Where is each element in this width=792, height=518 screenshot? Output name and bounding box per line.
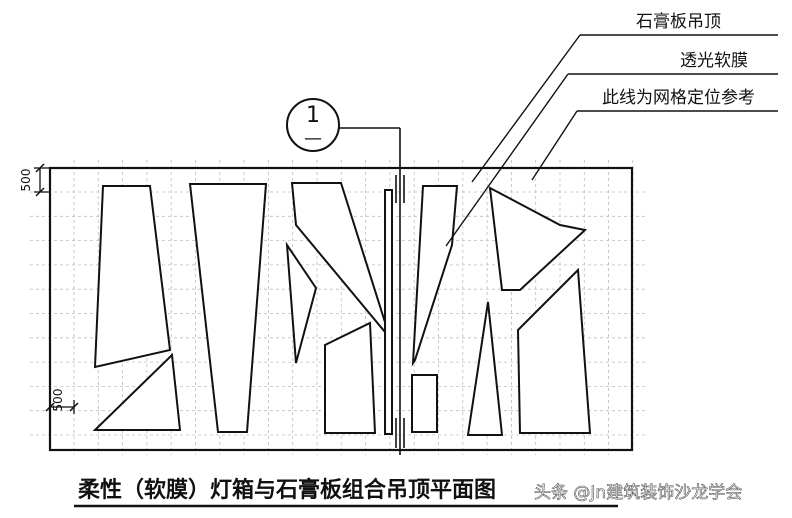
watermark: 头条 @Jn建筑装饰沙龙学会	[534, 483, 742, 503]
dimension-tick	[35, 187, 45, 197]
dimension-tick	[69, 402, 79, 412]
membrane-panel	[92, 352, 182, 431]
section-marker-sheet: —	[304, 128, 322, 149]
label-translucent-membrane: 透光软膜	[680, 51, 748, 71]
dimension-tick	[35, 163, 45, 173]
dimension-horizontal-value: 500	[51, 389, 65, 412]
membrane-panel	[516, 267, 592, 434]
section-marker-number: 1	[306, 103, 320, 128]
membrane-panel	[93, 185, 172, 369]
leader-translucent-membrane	[445, 73, 569, 247]
membrane-panel	[384, 189, 393, 435]
membrane-panel	[466, 301, 504, 436]
membrane-panel	[285, 241, 318, 364]
dimension-vertical-value: 500	[19, 169, 33, 192]
label-gypsum-ceiling: 石膏板吊顶	[636, 11, 721, 32]
label-grid-line-note: 此线为网格定位参考	[602, 88, 755, 108]
membrane-panel	[488, 186, 588, 291]
leader-grid-line-note	[531, 110, 578, 181]
leader-gypsum-ceiling	[471, 34, 581, 183]
drawing-caption: 柔性（软膜）灯箱与石膏板组合吊顶平面图	[78, 477, 496, 503]
section-marker-circle	[286, 98, 340, 152]
membrane-panel	[411, 374, 438, 433]
dimension-tick	[45, 402, 55, 412]
membrane-panels	[92, 182, 592, 436]
membrane-panel	[324, 321, 377, 434]
ceiling-boundary	[48, 166, 634, 452]
membrane-panel	[411, 185, 459, 367]
membrane-panel	[188, 183, 268, 433]
